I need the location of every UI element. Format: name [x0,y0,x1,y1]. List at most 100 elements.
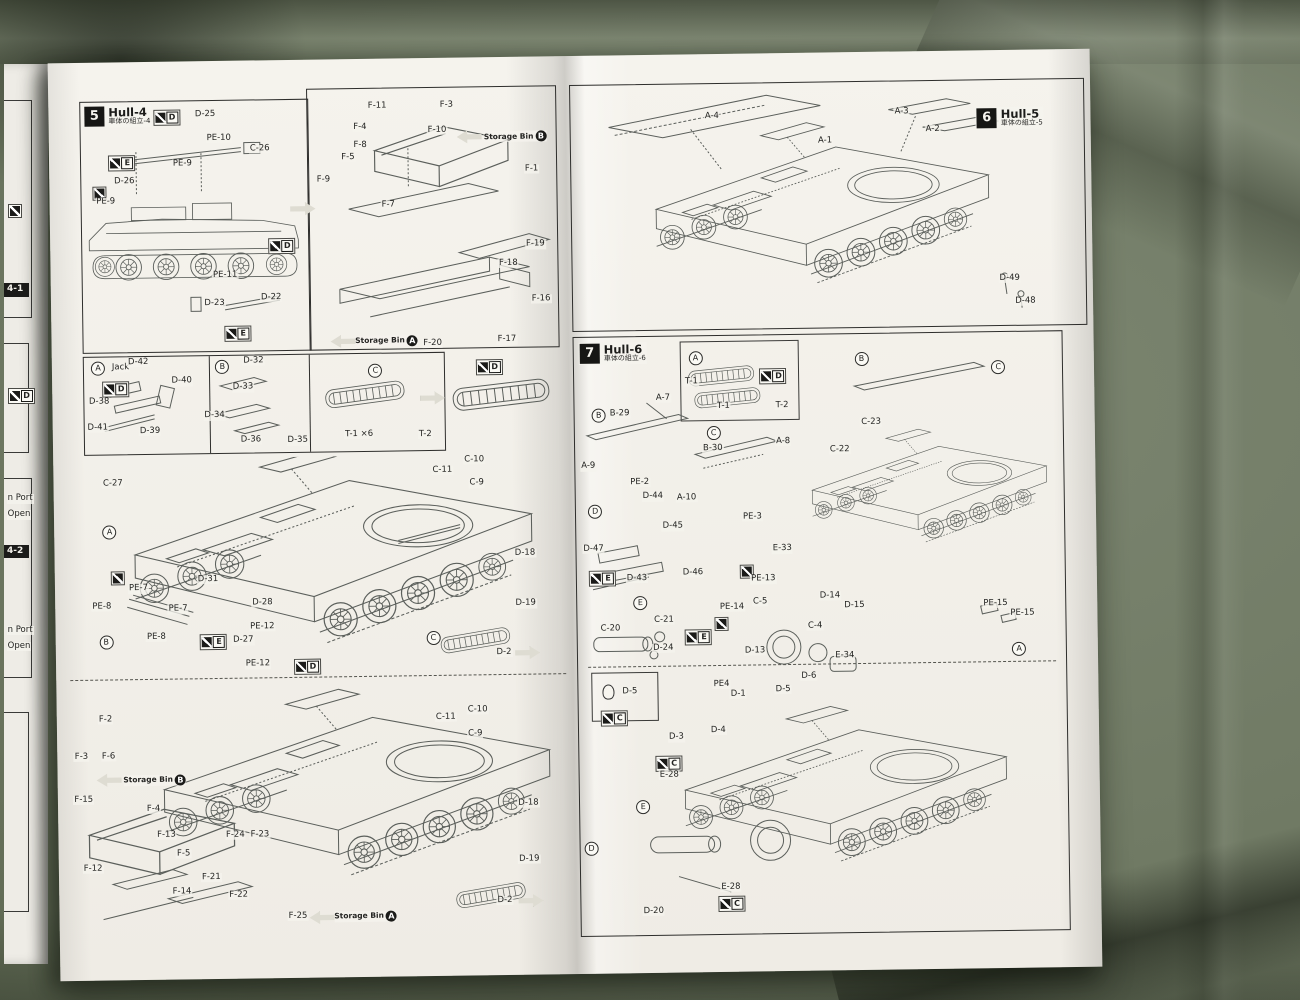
step6-panel: 6 Hull-5 車体の組立-5 [568,77,1088,333]
knife-icon [716,618,727,630]
part-label: C-11 [434,711,457,723]
part-label: C-27 [101,478,124,489]
part-label: F-4 [145,803,162,815]
bin-letter-badge: B [535,130,547,142]
part-label: PE-3 [741,511,764,523]
knife-icon-badge [714,616,729,632]
knife-icon [154,112,166,123]
step-subtitle-japanese: 車体の組立-4 [108,116,151,126]
part-label: PE-7 [167,603,189,615]
part-label: F-3 [73,751,90,762]
part-label: A-9 [580,461,597,472]
part-label: A-3 [893,106,910,117]
part-label: D-26 [113,176,136,187]
section-letter-badge: A [90,361,106,376]
knife-icon-badge: E [588,570,617,588]
section-letter-badge: E [636,800,651,815]
part-label: D-6 [800,670,818,681]
knife-icon [270,240,281,251]
knife-icon [104,384,115,395]
section-letter-badge: A [102,525,117,540]
knife-icon [719,898,731,909]
part-label: D-3 [667,731,686,743]
storage-bin-text: Storage Bin [355,335,405,346]
part-label: PE-10 [205,132,233,143]
storage-bin-text: Storage Bin [334,910,384,921]
part-label: F-23 [249,829,271,840]
bin-letter-badge: B [174,773,186,786]
step5-header: 5 Hull-4 車体の組立-4 [83,104,152,128]
assembly-arrow-icon [456,130,481,143]
knife-icon-badge: D [152,108,181,126]
part-label: PE-8 [145,631,167,643]
part-label: F-7 [380,199,396,210]
knife-icon-badge: C [600,709,628,727]
part-label: D-4 [709,724,727,736]
section-letter-badge: B [854,351,869,367]
part-label: D-35 [286,435,310,446]
subassembly-result: D [417,356,558,438]
page-edge-tag: 4-2 [4,544,30,559]
part-label: F-19 [524,238,546,250]
part-label: D-5 [621,685,639,697]
part-label: T-2 [774,399,790,411]
part-label: PE-2 [629,476,651,488]
section-letter-badge: A [688,351,703,366]
part-label: C-10 [466,703,489,715]
part-label: D-49 [998,272,1022,283]
part-label: D-2 [496,894,514,906]
part-label: PE-7 [127,583,150,594]
part-label: D-38 [87,396,111,407]
option-letter-box: C [668,757,681,770]
knife-icon-badge: D [759,367,787,385]
part-label: D-33 [231,381,255,393]
knife-icon [226,328,237,339]
part-label: D-40 [170,375,193,387]
storage-bin-illustration [339,125,552,318]
part-label: D-19 [514,597,537,609]
knife-icon-badge: E [224,325,252,342]
part-label: PE-8 [91,601,113,613]
part-label: F-17 [496,334,518,345]
section-letter-badge: D [588,505,603,520]
part-label: C-9 [468,477,486,489]
knife-icon-badge: D [293,658,322,676]
option-letter-box: E [237,327,250,340]
option-letter-box: D [20,390,33,402]
part-label: PE-15 [982,597,1009,609]
tank-isometric-with-bin-illustration [88,678,566,921]
section-letter-badge: B [215,359,230,374]
part-label: F-14 [171,886,193,898]
part-label: A-10 [675,491,698,503]
part-label: D-42 [126,356,150,368]
part-label: Open [6,509,32,520]
part-label: D-22 [259,291,283,303]
part-label: T-2 [417,428,433,440]
knife-icon-badge: D [102,381,130,398]
section-letter-badge: C [991,359,1006,374]
part-label: D-36 [239,433,263,445]
knife-icon-badge: E [684,629,713,646]
part-label: C-23 [860,416,883,428]
part-label: C-10 [463,454,486,465]
part-label: Open [6,640,32,652]
step-number-badge: 5 [84,106,105,127]
assembly-arrow-icon [96,774,121,787]
part-label: A-2 [924,123,941,135]
part-label: D-44 [641,491,665,502]
sliver-panel-fragment [4,100,33,318]
part-label: F-3 [438,99,455,111]
part-label: D-48 [1014,295,1037,307]
part-label: C-20 [599,623,622,635]
part-label: C-9 [467,728,484,739]
part-label: F-10 [426,124,448,136]
part-label: D-47 [582,543,605,555]
attention-bulb-icon [602,684,615,700]
